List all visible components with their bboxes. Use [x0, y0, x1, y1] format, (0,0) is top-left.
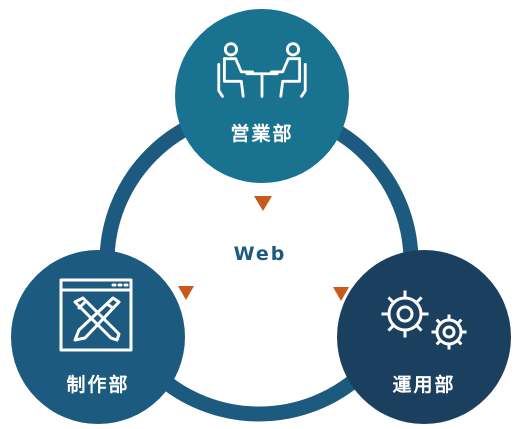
- arrow-down-top: [254, 196, 272, 211]
- node-production: 制作部: [11, 250, 185, 424]
- node-sales-label: 営業部: [230, 123, 294, 145]
- arrow-down-right: [333, 287, 349, 301]
- center-label: Web: [233, 243, 287, 265]
- node-production-label: 制作部: [66, 374, 130, 396]
- node-sales: 営業部: [175, 9, 349, 183]
- arrow-down-left: [178, 286, 194, 300]
- node-operations: 運用部: [337, 250, 511, 424]
- design-tools-icon: [59, 278, 133, 352]
- gears-icon: [381, 290, 467, 350]
- meeting-icon: [217, 42, 307, 98]
- node-operations-label: 運用部: [392, 374, 456, 396]
